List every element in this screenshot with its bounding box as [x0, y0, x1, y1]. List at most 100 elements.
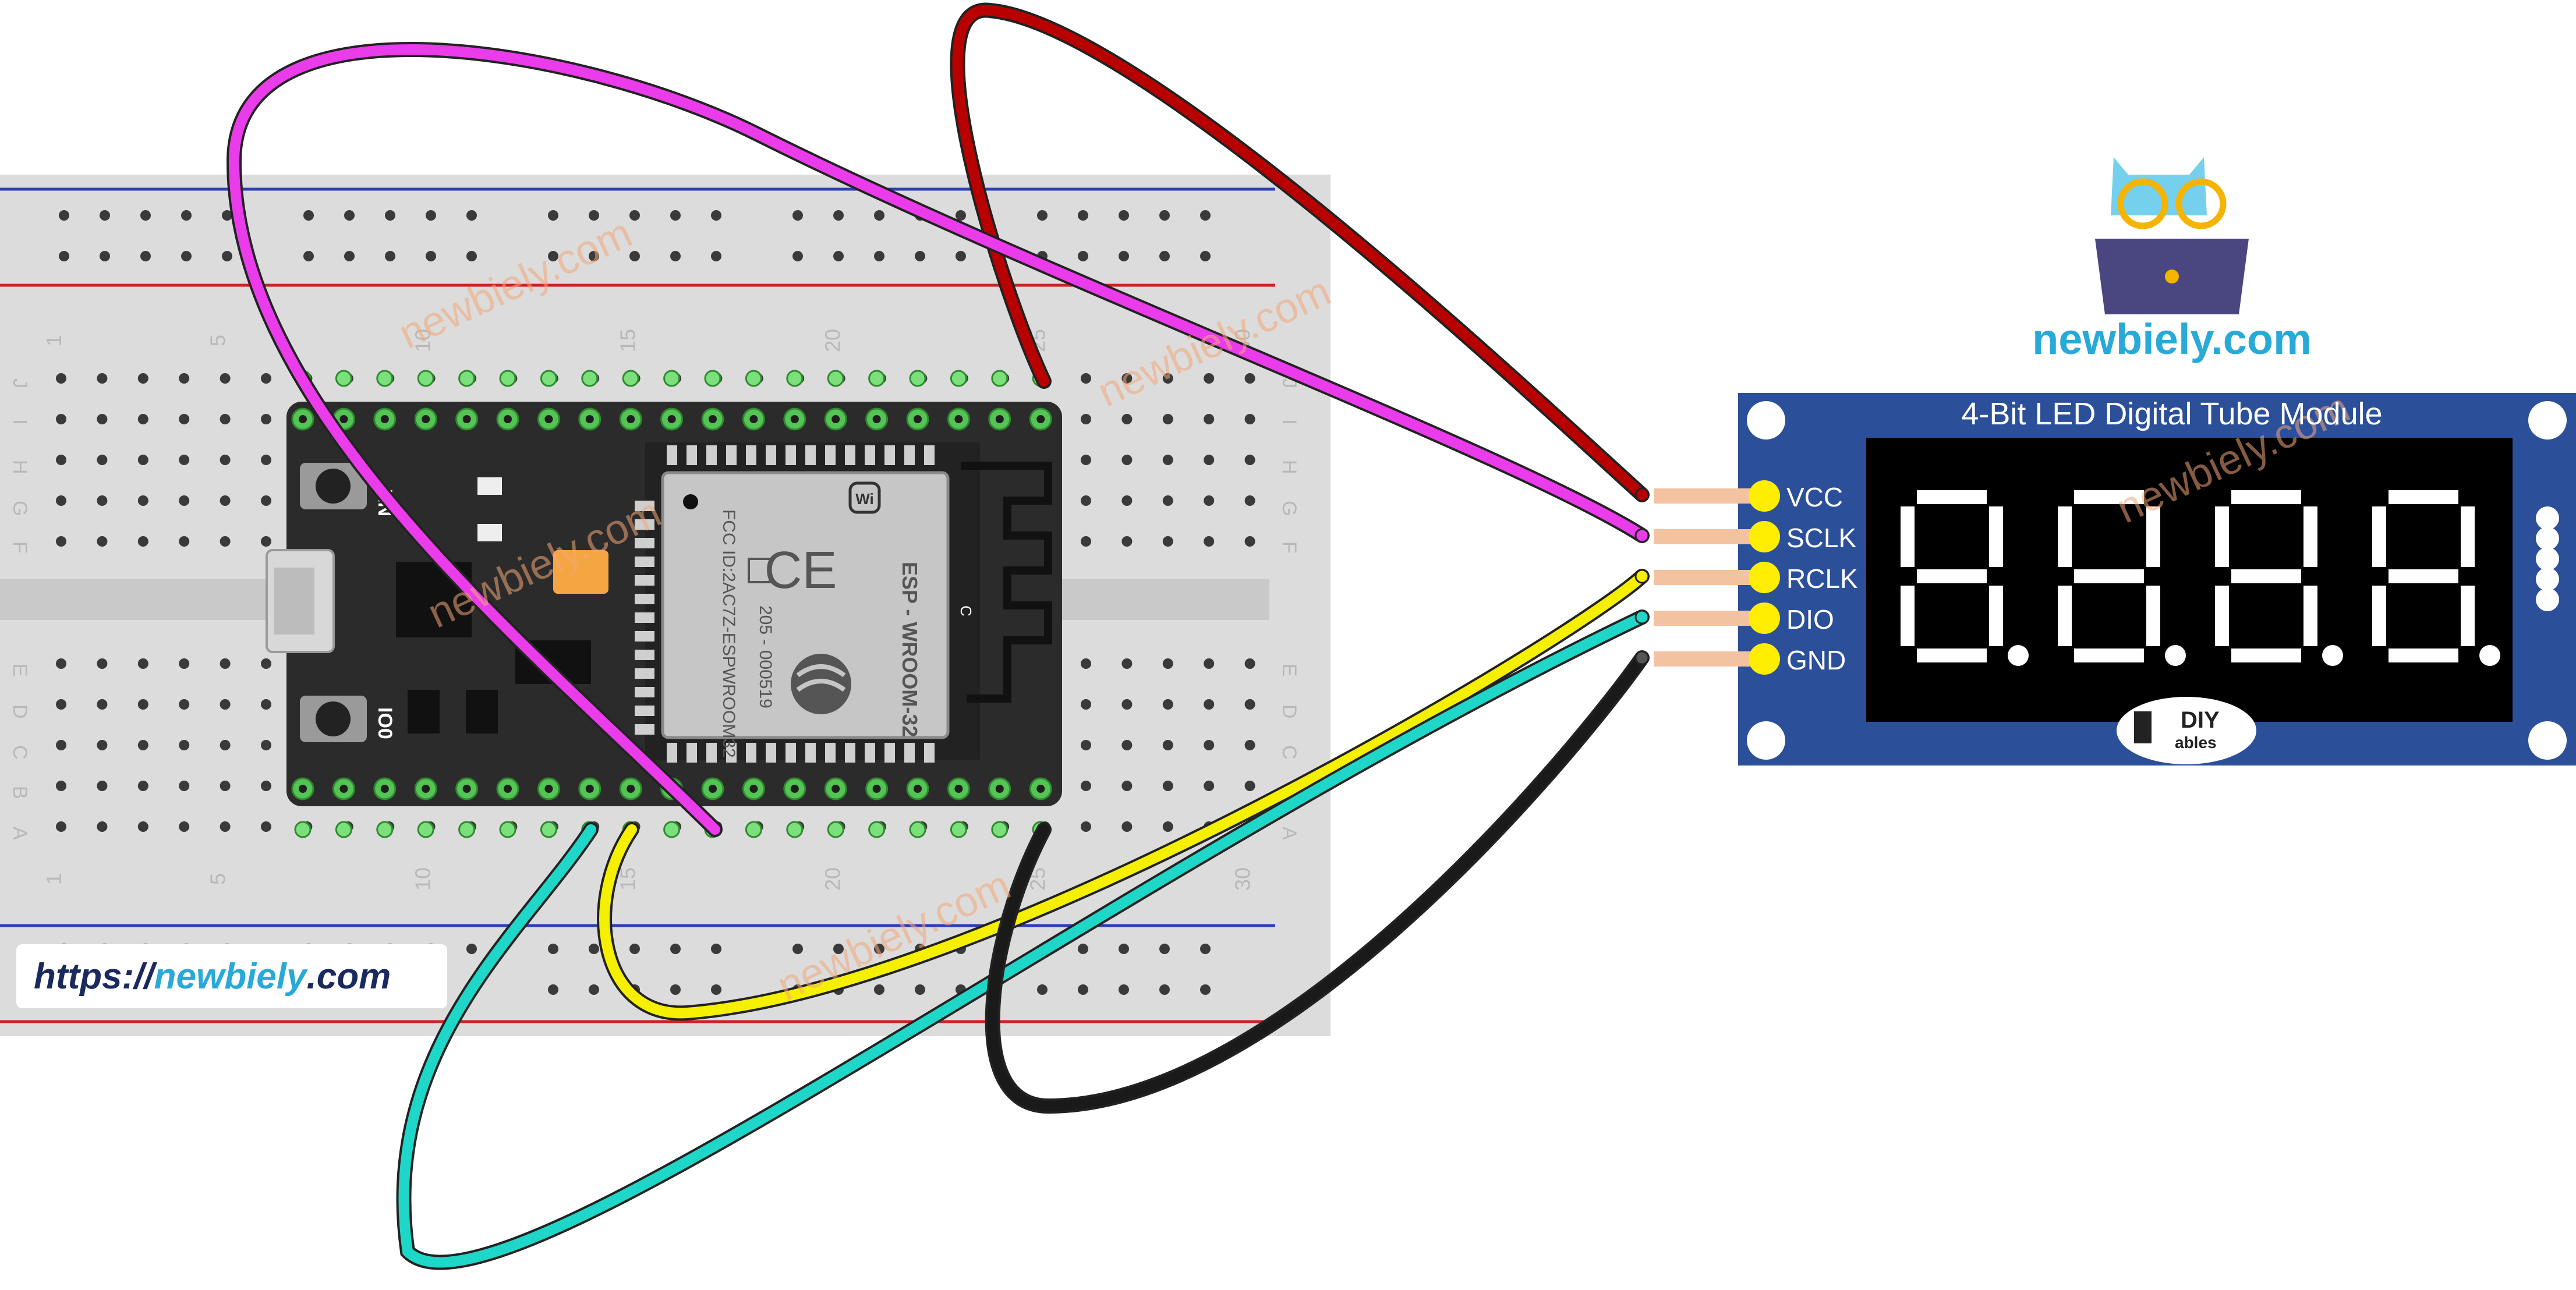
url-name: newbiely — [154, 956, 307, 997]
pin-label-dio: DIO — [1786, 604, 1834, 635]
breadboard-hole — [179, 414, 190, 424]
header-pin — [909, 370, 926, 387]
rail-hole — [59, 251, 69, 261]
rail-hole — [833, 251, 844, 261]
rail-hole — [344, 210, 355, 221]
rail-hole — [1119, 984, 1129, 995]
row-letter: I — [9, 419, 31, 424]
module-pin — [924, 445, 935, 465]
rail-hole — [833, 210, 844, 221]
breadboard-hole — [261, 536, 271, 547]
rail-hole — [1119, 210, 1129, 221]
header-pin — [745, 370, 762, 387]
segment — [2144, 583, 2163, 648]
breadboard-hole — [179, 455, 190, 465]
pin1-dot — [683, 494, 698, 509]
column-number: 30 — [1231, 867, 1255, 891]
module-pin — [785, 743, 796, 763]
module-pin — [845, 445, 855, 465]
pin-label-vcc: VCC — [1786, 482, 1843, 512]
breadboard-hole — [1121, 740, 1133, 750]
segment — [2055, 583, 2074, 648]
rail-hole — [100, 210, 110, 221]
breadboard-hole — [1204, 495, 1215, 506]
breadboard-hole — [56, 781, 66, 791]
breadboard-hole — [1121, 414, 1133, 424]
breadboard-hole — [1204, 536, 1215, 547]
breadboard-hole — [97, 740, 108, 750]
module-pin — [726, 445, 737, 465]
header-pin — [786, 370, 804, 387]
module-pin — [865, 445, 875, 465]
row-letter: A — [1278, 827, 1300, 840]
breadboard-hole — [1121, 495, 1133, 506]
digit — [1898, 488, 2029, 666]
rail-hole — [385, 251, 395, 261]
row-letter: F — [1278, 541, 1300, 554]
gnd-wire — [985, 650, 1650, 1114]
column-number: 10 — [411, 329, 435, 352]
module-pin — [635, 538, 654, 548]
module-pin — [635, 668, 654, 679]
logo-text-top: DIY — [2181, 707, 2220, 733]
rail-hole — [874, 251, 884, 261]
breadboard-hole — [1121, 373, 1133, 384]
rail-hole — [548, 944, 558, 954]
row-letter: D — [9, 704, 31, 719]
rail-hole — [303, 210, 314, 221]
breadboard-hole — [1121, 658, 1133, 669]
breadboard-hole — [1244, 740, 1255, 750]
module-pin — [635, 687, 654, 697]
breadboard-hole — [1081, 536, 1091, 547]
breadboard-hole — [1081, 699, 1091, 710]
header-pin — [499, 821, 516, 838]
header-pin — [663, 370, 681, 387]
wroom-cert-text: 205 - 000519 — [756, 605, 775, 708]
row-letter: B — [9, 786, 31, 799]
module-title: 4-Bit LED Digital Tube Module — [1961, 396, 2383, 431]
header-pin — [458, 821, 476, 838]
breadboard-hole — [220, 373, 231, 384]
rail-hole — [670, 944, 681, 954]
column-number: 20 — [821, 867, 845, 891]
rail-hole — [833, 944, 844, 954]
header-pin — [868, 821, 886, 838]
breadboard-hole — [1081, 658, 1091, 669]
rail-hole — [1200, 944, 1211, 954]
decimal-point — [2322, 645, 2343, 666]
breadboard-hole — [261, 495, 271, 506]
rail-hole — [956, 251, 966, 261]
breadboard-hole — [56, 414, 66, 424]
row-letter: H — [9, 460, 31, 474]
breadboard-hole — [137, 495, 148, 506]
side-pad — [2536, 527, 2559, 550]
header-pin — [540, 821, 557, 838]
module-pin — [785, 445, 796, 465]
module-pin — [687, 445, 697, 465]
breadboard-hole — [1244, 414, 1255, 424]
rail-hole — [222, 251, 232, 261]
breadboard-hole — [1204, 781, 1215, 791]
led-display-module: DIY ables — [1654, 393, 2576, 766]
website-url-badge[interactable]: https://newbiely.com — [16, 944, 447, 1008]
rail-hole — [466, 944, 477, 954]
digit — [2055, 488, 2186, 666]
rail-hole — [1078, 210, 1088, 221]
rail-hole — [1200, 210, 1211, 221]
rail-hole — [629, 251, 640, 261]
rail-hole — [222, 210, 232, 221]
segment — [2072, 646, 2146, 665]
rail-hole — [1159, 944, 1170, 954]
segment — [1898, 583, 1917, 648]
vcc-wire — [950, 2, 1650, 502]
en-button-cap[interactable] — [316, 469, 351, 504]
column-number: 15 — [616, 867, 640, 891]
segment — [1987, 504, 2005, 569]
rclk-wire — [597, 569, 1650, 1021]
rail-hole — [589, 251, 599, 261]
io0-button-cap[interactable] — [316, 701, 351, 736]
pin-leg — [1654, 570, 1764, 585]
header-pin — [991, 821, 1009, 838]
breadboard-hole — [1121, 536, 1133, 547]
